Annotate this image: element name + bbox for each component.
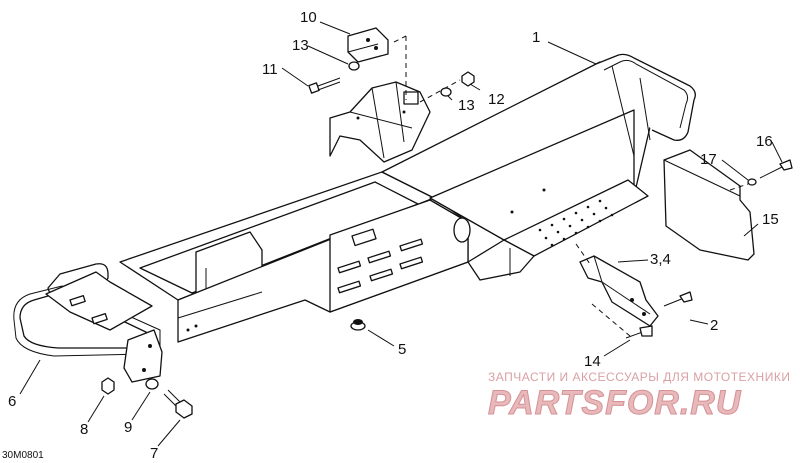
callout-14: 14	[584, 353, 601, 370]
frame-slots	[337, 228, 424, 294]
callout-13-right: 13	[458, 97, 475, 114]
nut-part-8	[101, 377, 115, 395]
callout-numbers: 1 2 3,4 5 6 7 8 9 10 11 12 13 13 14 15 1…	[8, 9, 779, 462]
watermark-brand: PARTSFOR.RU	[488, 384, 742, 422]
frame-part-1	[119, 53, 696, 343]
bumper-part-6	[13, 263, 163, 383]
bolt-part-7	[163, 389, 193, 419]
grommet-part-5	[350, 319, 366, 331]
washer-part-13-right	[440, 87, 452, 97]
callout-9: 9	[124, 419, 132, 436]
callout-17: 17	[700, 151, 717, 168]
callout-8: 8	[80, 421, 88, 438]
callout-15: 15	[762, 211, 779, 228]
washer-part-9	[145, 378, 159, 390]
callout-1: 1	[532, 29, 540, 46]
callout-2: 2	[710, 317, 718, 334]
rivet-part-2	[663, 291, 693, 307]
callout-12: 12	[488, 91, 505, 108]
bracket-part-10	[347, 27, 389, 63]
callout-6: 6	[8, 393, 16, 410]
nut-part-12	[461, 71, 475, 87]
callout-7: 7	[150, 445, 158, 462]
callout-3-4: 3,4	[650, 251, 671, 268]
callout-13-left: 13	[292, 37, 309, 54]
callout-10: 10	[300, 9, 317, 26]
drawing-code: 30M0801	[2, 450, 44, 461]
bracket-part-3-4	[579, 255, 659, 327]
leader-lines	[19, 21, 783, 447]
washer-part-13-left	[348, 61, 360, 71]
callout-5: 5	[398, 341, 406, 358]
callout-11: 11	[262, 61, 278, 78]
mudflap-part-15	[663, 149, 755, 261]
bolt-part-11	[308, 77, 341, 94]
upper-bracket	[329, 81, 431, 163]
rivet-part-14	[625, 325, 653, 339]
watermark-subtitle: ЗАПЧАСТИ И АКСЕССУАРЫ ДЛЯ МОТОТЕХНИКИ	[488, 370, 790, 384]
washer-part-17	[747, 178, 757, 186]
screw-part-16	[759, 159, 793, 179]
callout-16: 16	[756, 133, 773, 150]
perforation-dots	[538, 199, 614, 247]
